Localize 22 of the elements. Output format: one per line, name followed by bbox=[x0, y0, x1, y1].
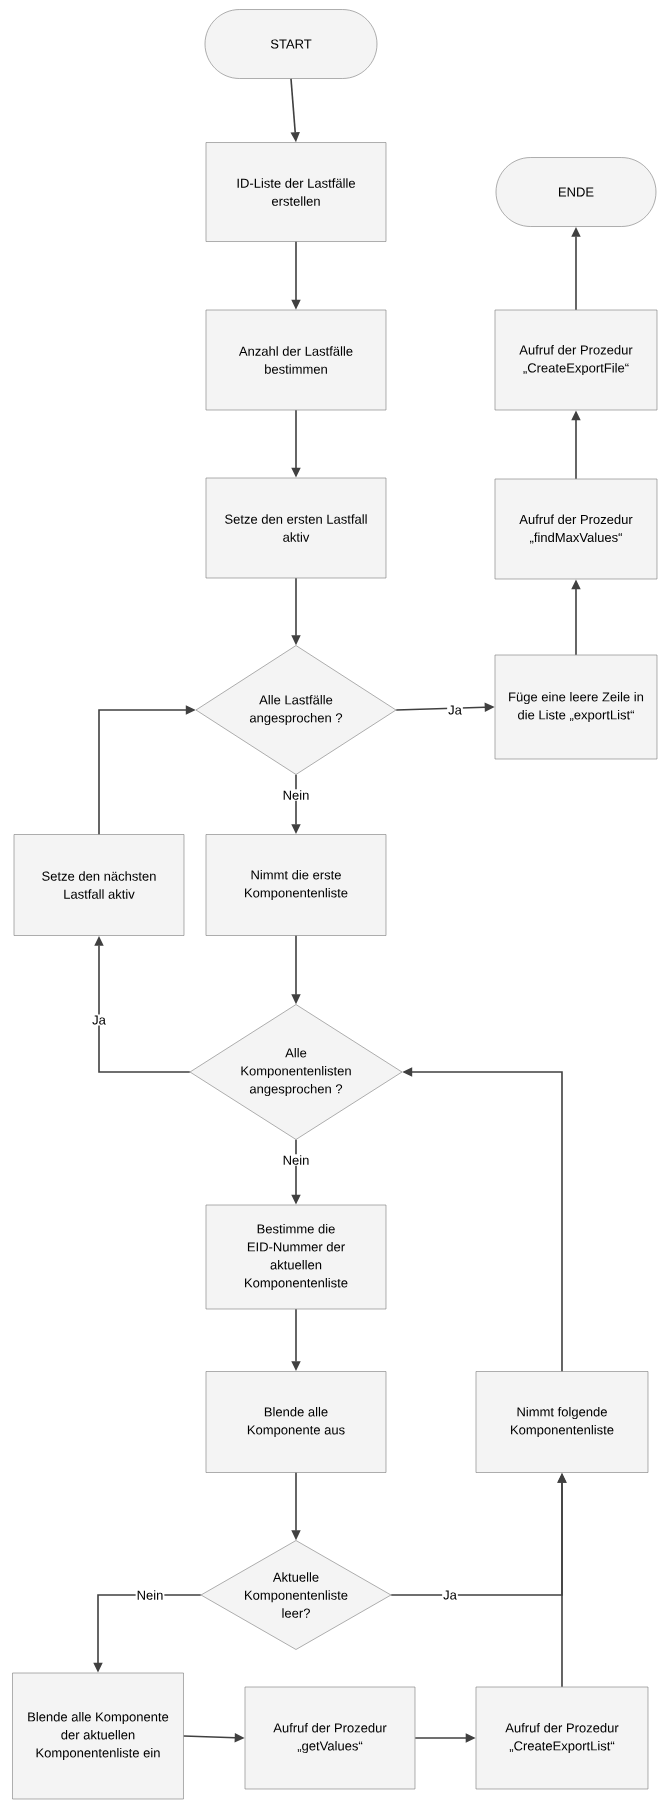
process-box: Aufruf der Prozedur „CreateExportList“ bbox=[475, 1686, 649, 1790]
edge-label: Ja bbox=[447, 704, 463, 716]
process-box: Setze den nächsten Lastfall aktiv bbox=[13, 834, 185, 936]
edge-label: Ja bbox=[91, 1014, 107, 1026]
terminal-box: START bbox=[204, 9, 378, 79]
process-box: Aufruf der Prozedur „getValues“ bbox=[244, 1686, 416, 1790]
process-box: Setze den ersten Lastfall aktiv bbox=[205, 477, 387, 579]
process-box: Anzahl der Lastfälle bestimmen bbox=[205, 309, 387, 411]
process-box: Bestimme die EID-Nummer der aktuellen Komponentenliste bbox=[205, 1204, 387, 1310]
process-box: ID-Liste der Lastfälle erstellen bbox=[205, 142, 387, 242]
process-box: Blende alle Komponente der aktuellen Komponentenliste ein bbox=[12, 1672, 184, 1800]
edge-label: Nein bbox=[281, 789, 311, 801]
process-box: Blende alle Komponente aus bbox=[205, 1371, 387, 1473]
terminal-box: ENDE bbox=[495, 157, 657, 227]
edge-label: Nein bbox=[281, 1154, 311, 1166]
edge-label: Ja bbox=[442, 1589, 458, 1601]
process-box: Nimmt die erste Komponentenliste bbox=[205, 834, 387, 936]
process-box: Füge eine leere Zeile in die Liste „exportList“ bbox=[494, 654, 658, 760]
process-box: Aufruf der Prozedur „findMaxValues“ bbox=[494, 478, 658, 580]
process-box: Aufruf der Prozedur „CreateExportFile“ bbox=[494, 309, 658, 411]
process-box: Nimmt folgende Komponentenliste bbox=[475, 1371, 649, 1473]
edge-label: Nein bbox=[135, 1589, 165, 1601]
